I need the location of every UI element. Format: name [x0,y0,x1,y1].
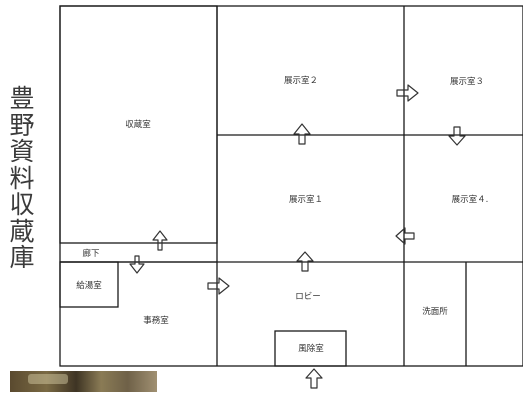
arrow-right-icon [207,277,230,295]
kitchen-room [59,261,119,308]
room-label-storage: 収蔵室 [125,119,151,130]
arrow-left-icon [395,227,415,245]
windbreak-room [274,330,347,367]
title-char: 収 [9,190,35,219]
title-char: 豊 [9,84,35,113]
page-title: 豊野資料収蔵庫 [7,84,37,272]
room-label-exhibit-1: 展示室１ [289,194,323,205]
photo-thumbnail [10,371,157,392]
arrow-up-icon [293,123,311,145]
arrow-up-icon [305,368,323,389]
title-char: 資 [9,137,35,166]
room-label-windbreak: 風除室 [298,343,324,354]
room-label-kitchen: 給湯室 [76,280,102,291]
arrow-up-icon [296,251,314,272]
arrow-down-icon [448,126,466,146]
arrow-up-icon [152,230,168,251]
title-char: 野 [9,110,35,140]
title-char: 料 [9,163,35,193]
room-label-washroom: 洗面所 [422,306,448,317]
room-label-corridor: 廊下 [82,248,100,259]
building-outline [59,5,523,367]
room-label-exhibit-2: 展示室２ [284,75,318,86]
room-label-exhibit-4: 展示室４. [452,194,489,205]
title-char: 蔵 [9,216,35,246]
arrow-right-icon [396,84,419,102]
arrow-down-icon [129,255,145,274]
room-label-exhibit-3: 展示室３ [450,76,484,87]
room-label-lobby: ロビー [295,292,321,302]
title-char: 庫 [9,243,35,272]
room-label-office: 事務室 [143,315,169,326]
